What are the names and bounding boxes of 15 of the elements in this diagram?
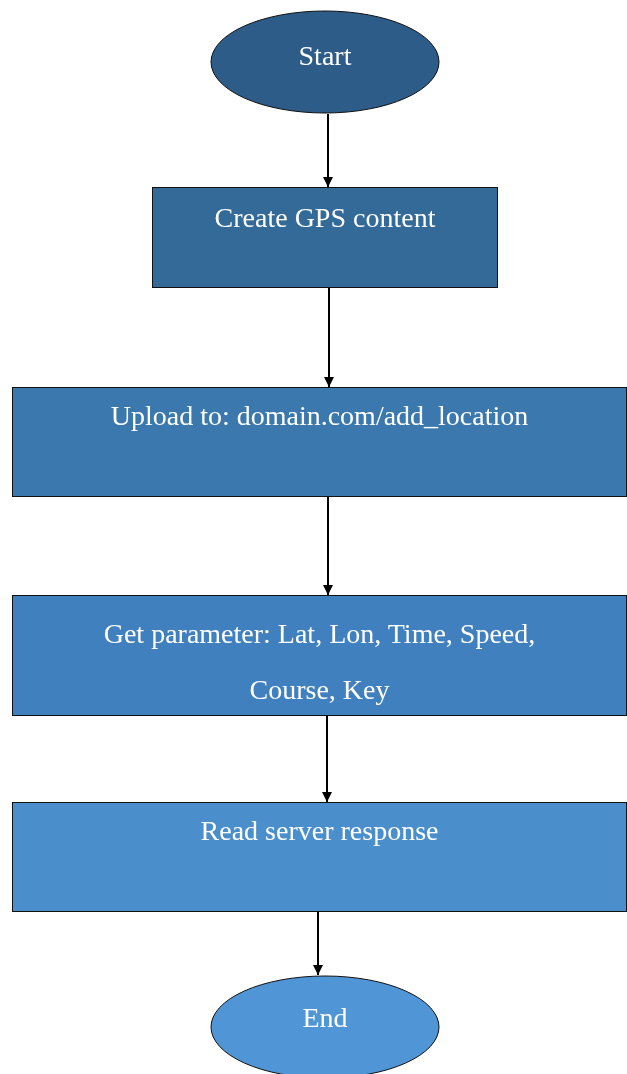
process-box (12, 387, 627, 497)
node-label: Create GPS content (214, 201, 436, 235)
arrow (313, 911, 323, 976)
arrow (323, 113, 333, 188)
node-label: Upload to: domain.com/add_location (110, 399, 529, 433)
node-label: Start (298, 39, 352, 73)
process-box (12, 802, 627, 912)
process-box (152, 187, 498, 288)
node-label: End (302, 1001, 348, 1035)
node-label: Get parameter: Lat, Lon, Time, Speed, Course, Key (102, 617, 537, 707)
process-box (12, 595, 627, 716)
node-label: Read server response (200, 814, 439, 848)
arrow (324, 287, 334, 388)
arrow (323, 496, 333, 596)
arrow (322, 715, 332, 803)
